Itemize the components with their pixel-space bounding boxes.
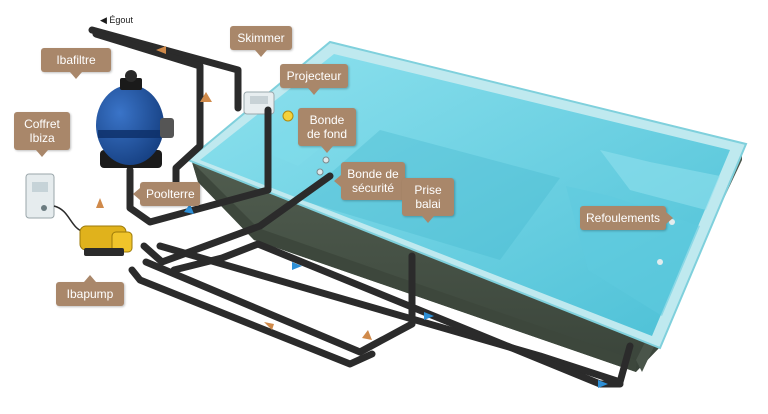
pipe-network [88, 26, 634, 388]
tag-projecteur: Projecteur [280, 64, 348, 95]
bonde-fond-drain [322, 156, 330, 164]
refoulement-nozzle [657, 259, 663, 265]
tag-prise-balai-text: Prise balai [414, 183, 442, 211]
tag-coffret-text: Coffret Ibiza [24, 117, 60, 145]
tag-poolterre: Poolterre [133, 182, 200, 206]
tag-poolterre-text: Poolterre [146, 187, 195, 201]
tag-prise-balai: Prise balai [402, 178, 454, 223]
flow-arrows-return [184, 204, 608, 388]
tag-coffret: Coffret Ibiza [14, 112, 70, 157]
tag-ibapump-text: Ibapump [66, 287, 114, 301]
tag-skimmer: Skimmer [230, 26, 292, 57]
flow-arrows-suction [96, 46, 372, 340]
tag-bonde-fond-text: Bonde de fond [306, 113, 348, 141]
tag-refoulements: Refoulements [580, 206, 673, 230]
coffret-cable [53, 205, 85, 233]
tag-skimmer-text: Skimmer [237, 31, 285, 45]
pool-bench [600, 150, 720, 210]
egout-text: Égout [109, 15, 133, 25]
tag-bonde-securite-text: Bonde de sécurité [347, 167, 399, 195]
coffret-box [25, 173, 55, 219]
ibapump-unit [79, 225, 133, 256]
tag-bonde-securite: Bonde de sécurité [334, 162, 405, 200]
bonde-securite-drain [316, 168, 324, 176]
tag-ibapump: Ibapump [56, 275, 124, 306]
ibafiltre-unit [96, 70, 174, 168]
tag-ibafiltre-text: Ibafiltre [56, 53, 96, 67]
projecteur-light [282, 110, 294, 122]
tag-ibafiltre: Ibafiltre [41, 48, 111, 79]
pool-shell-side [192, 162, 636, 372]
tag-projecteur-text: Projecteur [286, 69, 342, 83]
tag-refoulements-text: Refoulements [586, 211, 661, 225]
egout-label: ◀ Égout [100, 15, 133, 25]
tag-bonde-fond: Bonde de fond [298, 108, 356, 153]
